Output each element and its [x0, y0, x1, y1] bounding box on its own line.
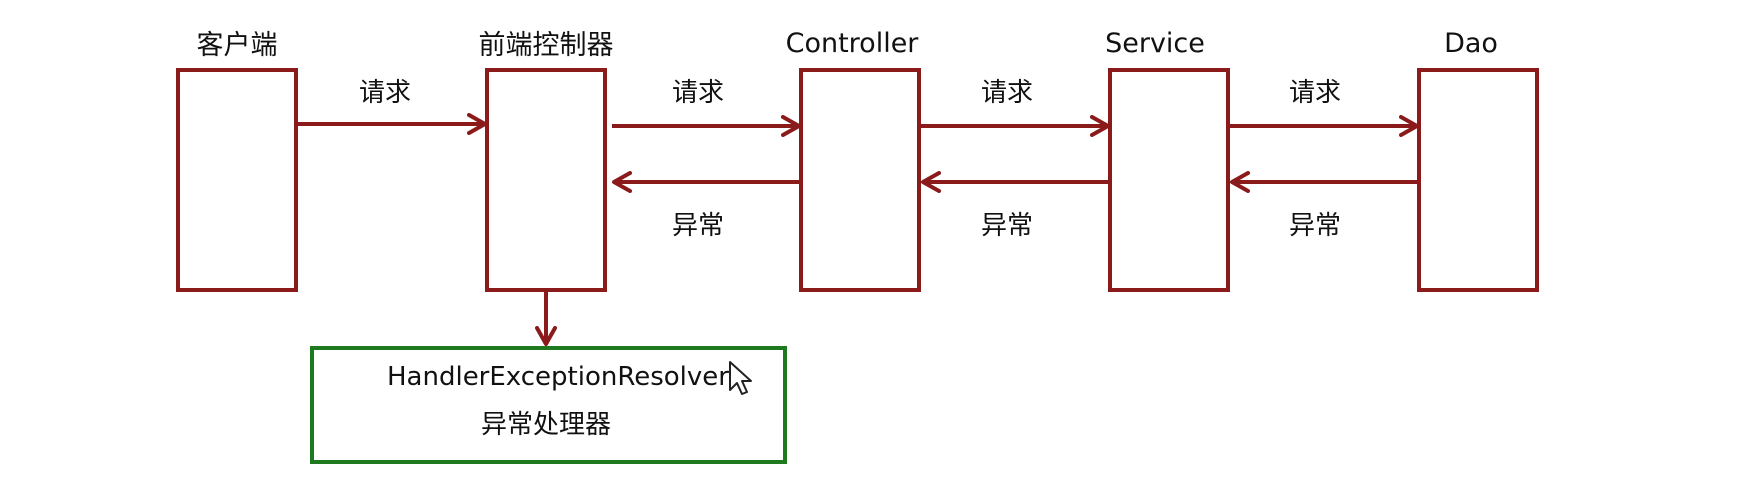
node-front-controller-box — [485, 68, 607, 292]
label-exception-1: 异常 — [672, 211, 724, 241]
node-controller: Controller — [786, 28, 921, 292]
handler-description: 异常处理器 — [481, 410, 611, 440]
node-dao: Dao — [1417, 28, 1539, 292]
handler-name: HandlerExceptionResolver — [387, 362, 729, 392]
handler-node: HandlerExceptionResolver 异常处理器 — [310, 346, 787, 464]
label-request-2: 请求 — [672, 78, 724, 108]
edge-dao-to-service: 异常 — [1230, 171, 1417, 241]
node-controller-box — [799, 68, 921, 292]
node-controller-title: Controller — [786, 28, 920, 59]
mouse-pointer-icon — [729, 361, 752, 395]
node-dao-box — [1417, 68, 1539, 292]
label-request-4: 请求 — [1289, 78, 1341, 108]
label-request-1: 请求 — [359, 78, 411, 108]
node-service-title: Service — [1105, 28, 1205, 59]
node-client-title: 客户端 — [197, 30, 278, 61]
node-front-controller: 前端控制器 — [479, 30, 614, 292]
edge-service-to-dao: 请求 — [1230, 78, 1419, 137]
label-request-3: 请求 — [981, 78, 1033, 108]
edge-controller-to-front-controller: 异常 — [612, 171, 799, 241]
node-dao-title: Dao — [1444, 28, 1498, 59]
node-front-controller-title: 前端控制器 — [479, 30, 614, 61]
node-service-box — [1108, 68, 1230, 292]
edge-client-to-front-controller: 请求 — [298, 78, 487, 135]
label-exception-3: 异常 — [1289, 211, 1341, 241]
handler-box — [310, 346, 787, 464]
label-exception-2: 异常 — [981, 211, 1033, 241]
node-service: Service — [1105, 28, 1230, 292]
edge-service-to-controller: 异常 — [921, 171, 1108, 241]
node-client-box — [176, 68, 298, 292]
node-client: 客户端 — [176, 30, 298, 292]
edge-front-controller-to-controller: 请求 — [612, 78, 801, 137]
edge-controller-to-service: 请求 — [921, 78, 1110, 137]
